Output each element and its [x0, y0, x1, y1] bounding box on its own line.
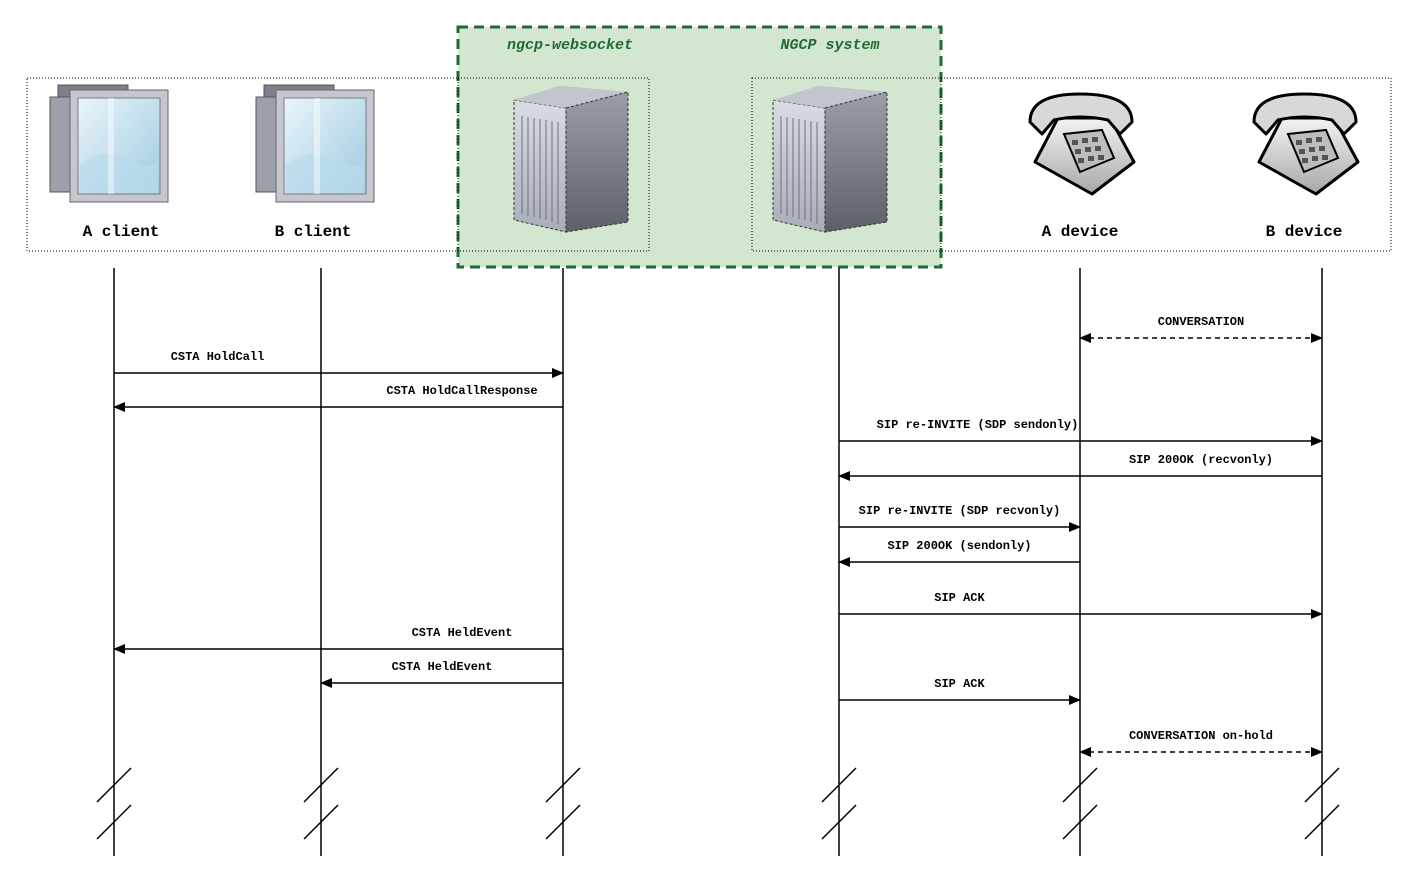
lifeline-break-mark [303, 804, 339, 840]
actor-label-b-device: B device [1266, 223, 1343, 241]
actor-label-a-client: A client [83, 223, 160, 241]
message-label: SIP ACK [934, 677, 985, 691]
lifeline-break-mark [1304, 804, 1340, 840]
lifelines [96, 268, 1340, 856]
desktop-computer-icon [255, 84, 375, 203]
message: SIP 200OK (recvonly) [838, 453, 1322, 481]
message: SIP re-INVITE (SDP sendonly) [839, 418, 1323, 446]
message: CSTA HeldEvent [320, 660, 563, 688]
message-label: CSTA HeldEvent [412, 626, 513, 640]
actor-label-a-device: A device [1042, 223, 1119, 241]
lifeline-break-mark [1062, 804, 1098, 840]
actor-label-b-client: B client [275, 223, 352, 241]
lifeline-break-mark [545, 767, 581, 803]
message: CSTA HoldCall [114, 350, 564, 378]
group-label-websocket: ngcp-websocket [507, 37, 633, 54]
lifeline-break-mark [96, 767, 132, 803]
message: SIP re-INVITE (SDP recvonly) [839, 504, 1081, 532]
message-label: SIP re-INVITE (SDP sendonly) [877, 418, 1079, 432]
lifeline-break-mark [545, 804, 581, 840]
message-label: SIP re-INVITE (SDP recvonly) [859, 504, 1061, 518]
lifeline-break-mark [821, 767, 857, 803]
lifeline-break-mark [303, 767, 339, 803]
actors-row-right [940, 77, 1392, 252]
message: CONVERSATION [1079, 315, 1323, 343]
message: SIP ACK [839, 591, 1323, 619]
message: CONVERSATION on-hold [1079, 729, 1323, 757]
message-label: CONVERSATION on-hold [1129, 729, 1273, 743]
desk-phone-icon [1028, 92, 1136, 196]
message-label: CONVERSATION [1158, 315, 1244, 329]
message: SIP 200OK (sendonly) [838, 539, 1080, 567]
desktop-computer-icon [49, 84, 169, 203]
actors-row-left [26, 77, 459, 252]
message-label: CSTA HoldCallResponse [386, 384, 537, 398]
actors-row-websocket [457, 77, 650, 252]
message-label: CSTA HoldCall [171, 350, 265, 364]
group-label-ngcp: NGCP system [780, 37, 879, 54]
message: CSTA HoldCallResponse [113, 384, 563, 412]
lifeline-break-mark [1304, 767, 1340, 803]
lifeline-break-mark [96, 804, 132, 840]
desk-phone-icon [1252, 92, 1360, 196]
message-label: CSTA HeldEvent [392, 660, 493, 674]
lifeline-break-mark [1062, 767, 1098, 803]
message: SIP ACK [839, 677, 1081, 705]
lifeline-break-mark [821, 804, 857, 840]
message-label: SIP 200OK (sendonly) [887, 539, 1031, 553]
server-tower-icon [513, 86, 629, 233]
server-tower-icon [772, 86, 888, 233]
message-label: SIP 200OK (recvonly) [1129, 453, 1273, 467]
actors-row-ngcp [751, 77, 942, 252]
message: CSTA HeldEvent [113, 626, 563, 654]
message-label: SIP ACK [934, 591, 985, 605]
